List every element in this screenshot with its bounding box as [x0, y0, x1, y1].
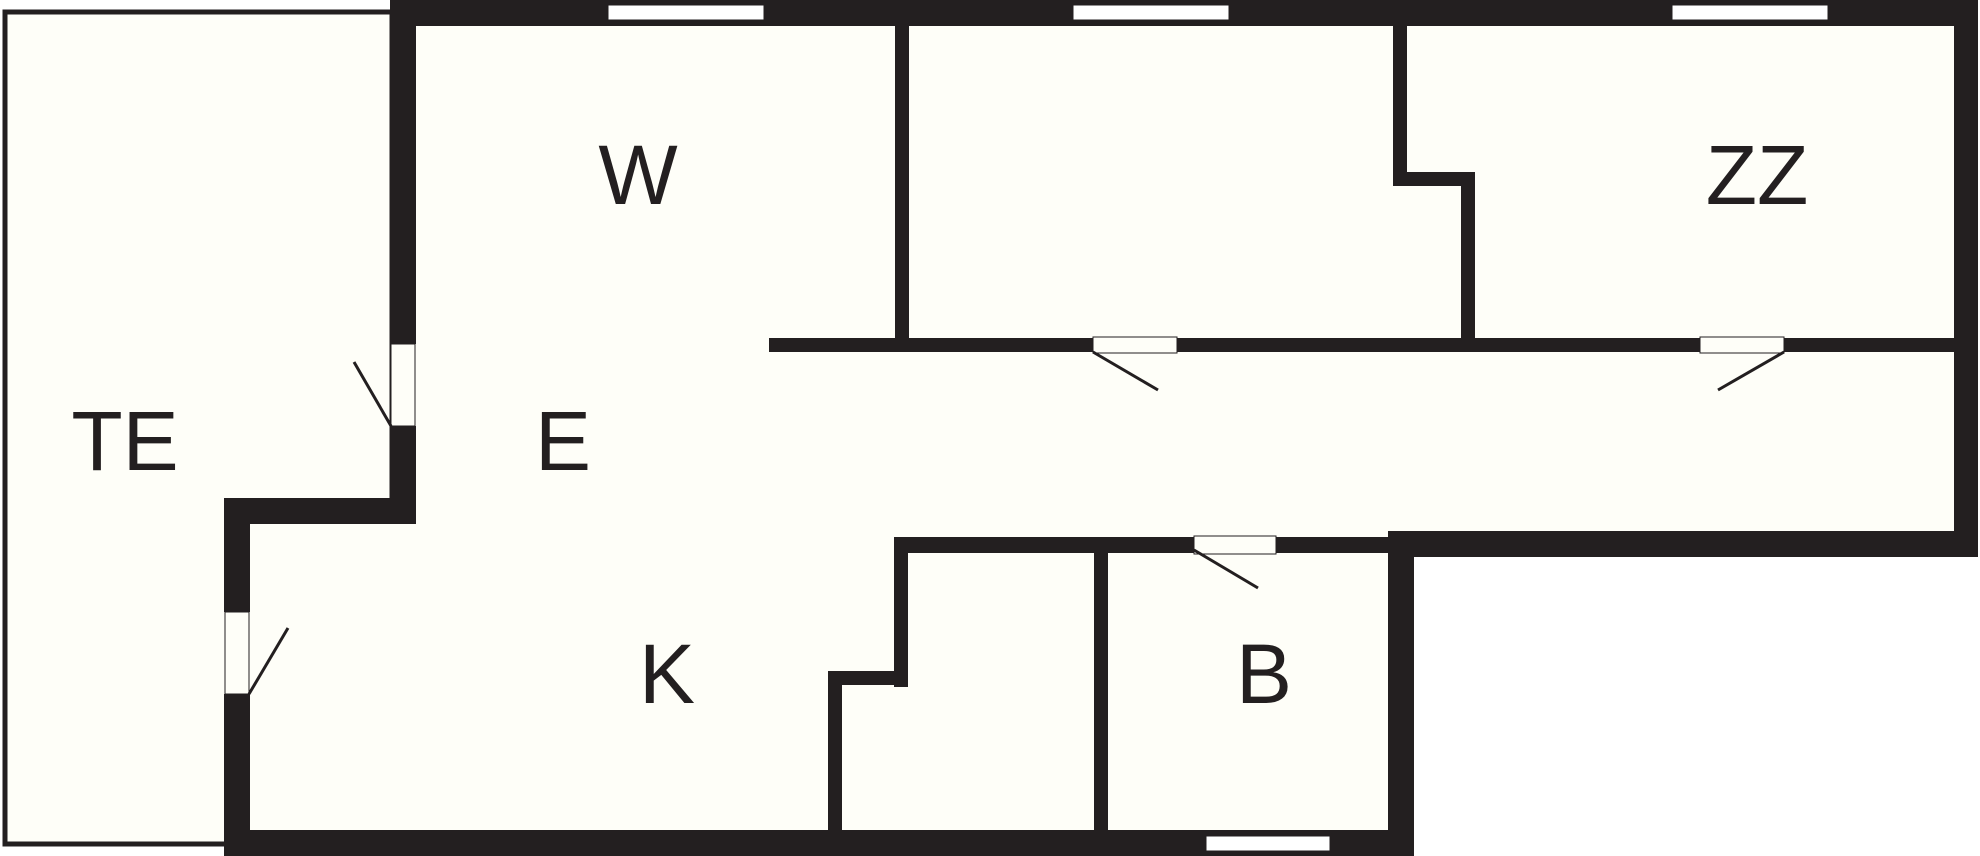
wall-left-upper-a	[390, 0, 416, 344]
wall-step	[224, 498, 416, 524]
walls	[224, 0, 1978, 856]
wall-corridor-top-full	[894, 537, 1394, 553]
wall-pantry-left	[828, 671, 842, 841]
windows	[607, 4, 1829, 852]
door-leaf-bathroom	[1193, 548, 1259, 590]
door-openings	[224, 336, 1785, 695]
door-opening-bedroom	[1699, 336, 1785, 354]
wall-bedroom-jog-c	[1461, 172, 1475, 342]
wall-living-divider	[895, 20, 909, 342]
door-swings	[247, 350, 1785, 695]
window-middle-room	[1072, 4, 1230, 21]
wall-right	[1954, 0, 1978, 557]
room-label-kitchen: K	[639, 627, 695, 721]
room-labels: TE E W ZZ K B	[71, 128, 1808, 721]
door-opening-bathroom	[1193, 535, 1277, 555]
door-opening-middle-room	[1092, 336, 1178, 354]
wall-bedroom-jog-a	[1393, 20, 1407, 186]
wall-pantry-step	[828, 671, 908, 685]
room-label-entrance: E	[535, 394, 591, 488]
room-label-bedroom: ZZ	[1706, 128, 1809, 222]
door-opening-kitchen-terrace	[224, 611, 250, 695]
window-living	[607, 4, 765, 21]
room-label-terrace: TE	[71, 394, 178, 488]
door-leaf-terrace	[352, 361, 393, 427]
door-leaf-bedroom	[1717, 350, 1785, 392]
wall-right-lower	[1388, 531, 1978, 557]
room-label-living: W	[598, 128, 677, 222]
room-label-bathroom: B	[1236, 627, 1292, 721]
wall-bedroom-jog-b	[1393, 172, 1475, 186]
wall-corridor-top-b	[1177, 338, 1700, 352]
door-leaf-kitchen-terrace	[247, 627, 290, 695]
apartment-floor	[237, 12, 1964, 844]
wall-bathroom-right	[1388, 531, 1414, 856]
wall-left-upper-b	[390, 426, 416, 524]
window-bathroom	[1205, 835, 1331, 852]
door-leaf-middle-room	[1092, 350, 1159, 392]
window-bedroom	[1671, 4, 1829, 21]
floor-areas	[2, 9, 1964, 847]
wall-corridor-top-a	[769, 338, 1093, 352]
door-opening-terrace	[390, 343, 416, 427]
wall-corridor-top-c	[1784, 338, 1964, 352]
wall-left-lower-b	[224, 694, 250, 856]
wall-pantry-bath	[1094, 537, 1108, 837]
wall-pantry-top	[894, 537, 908, 687]
